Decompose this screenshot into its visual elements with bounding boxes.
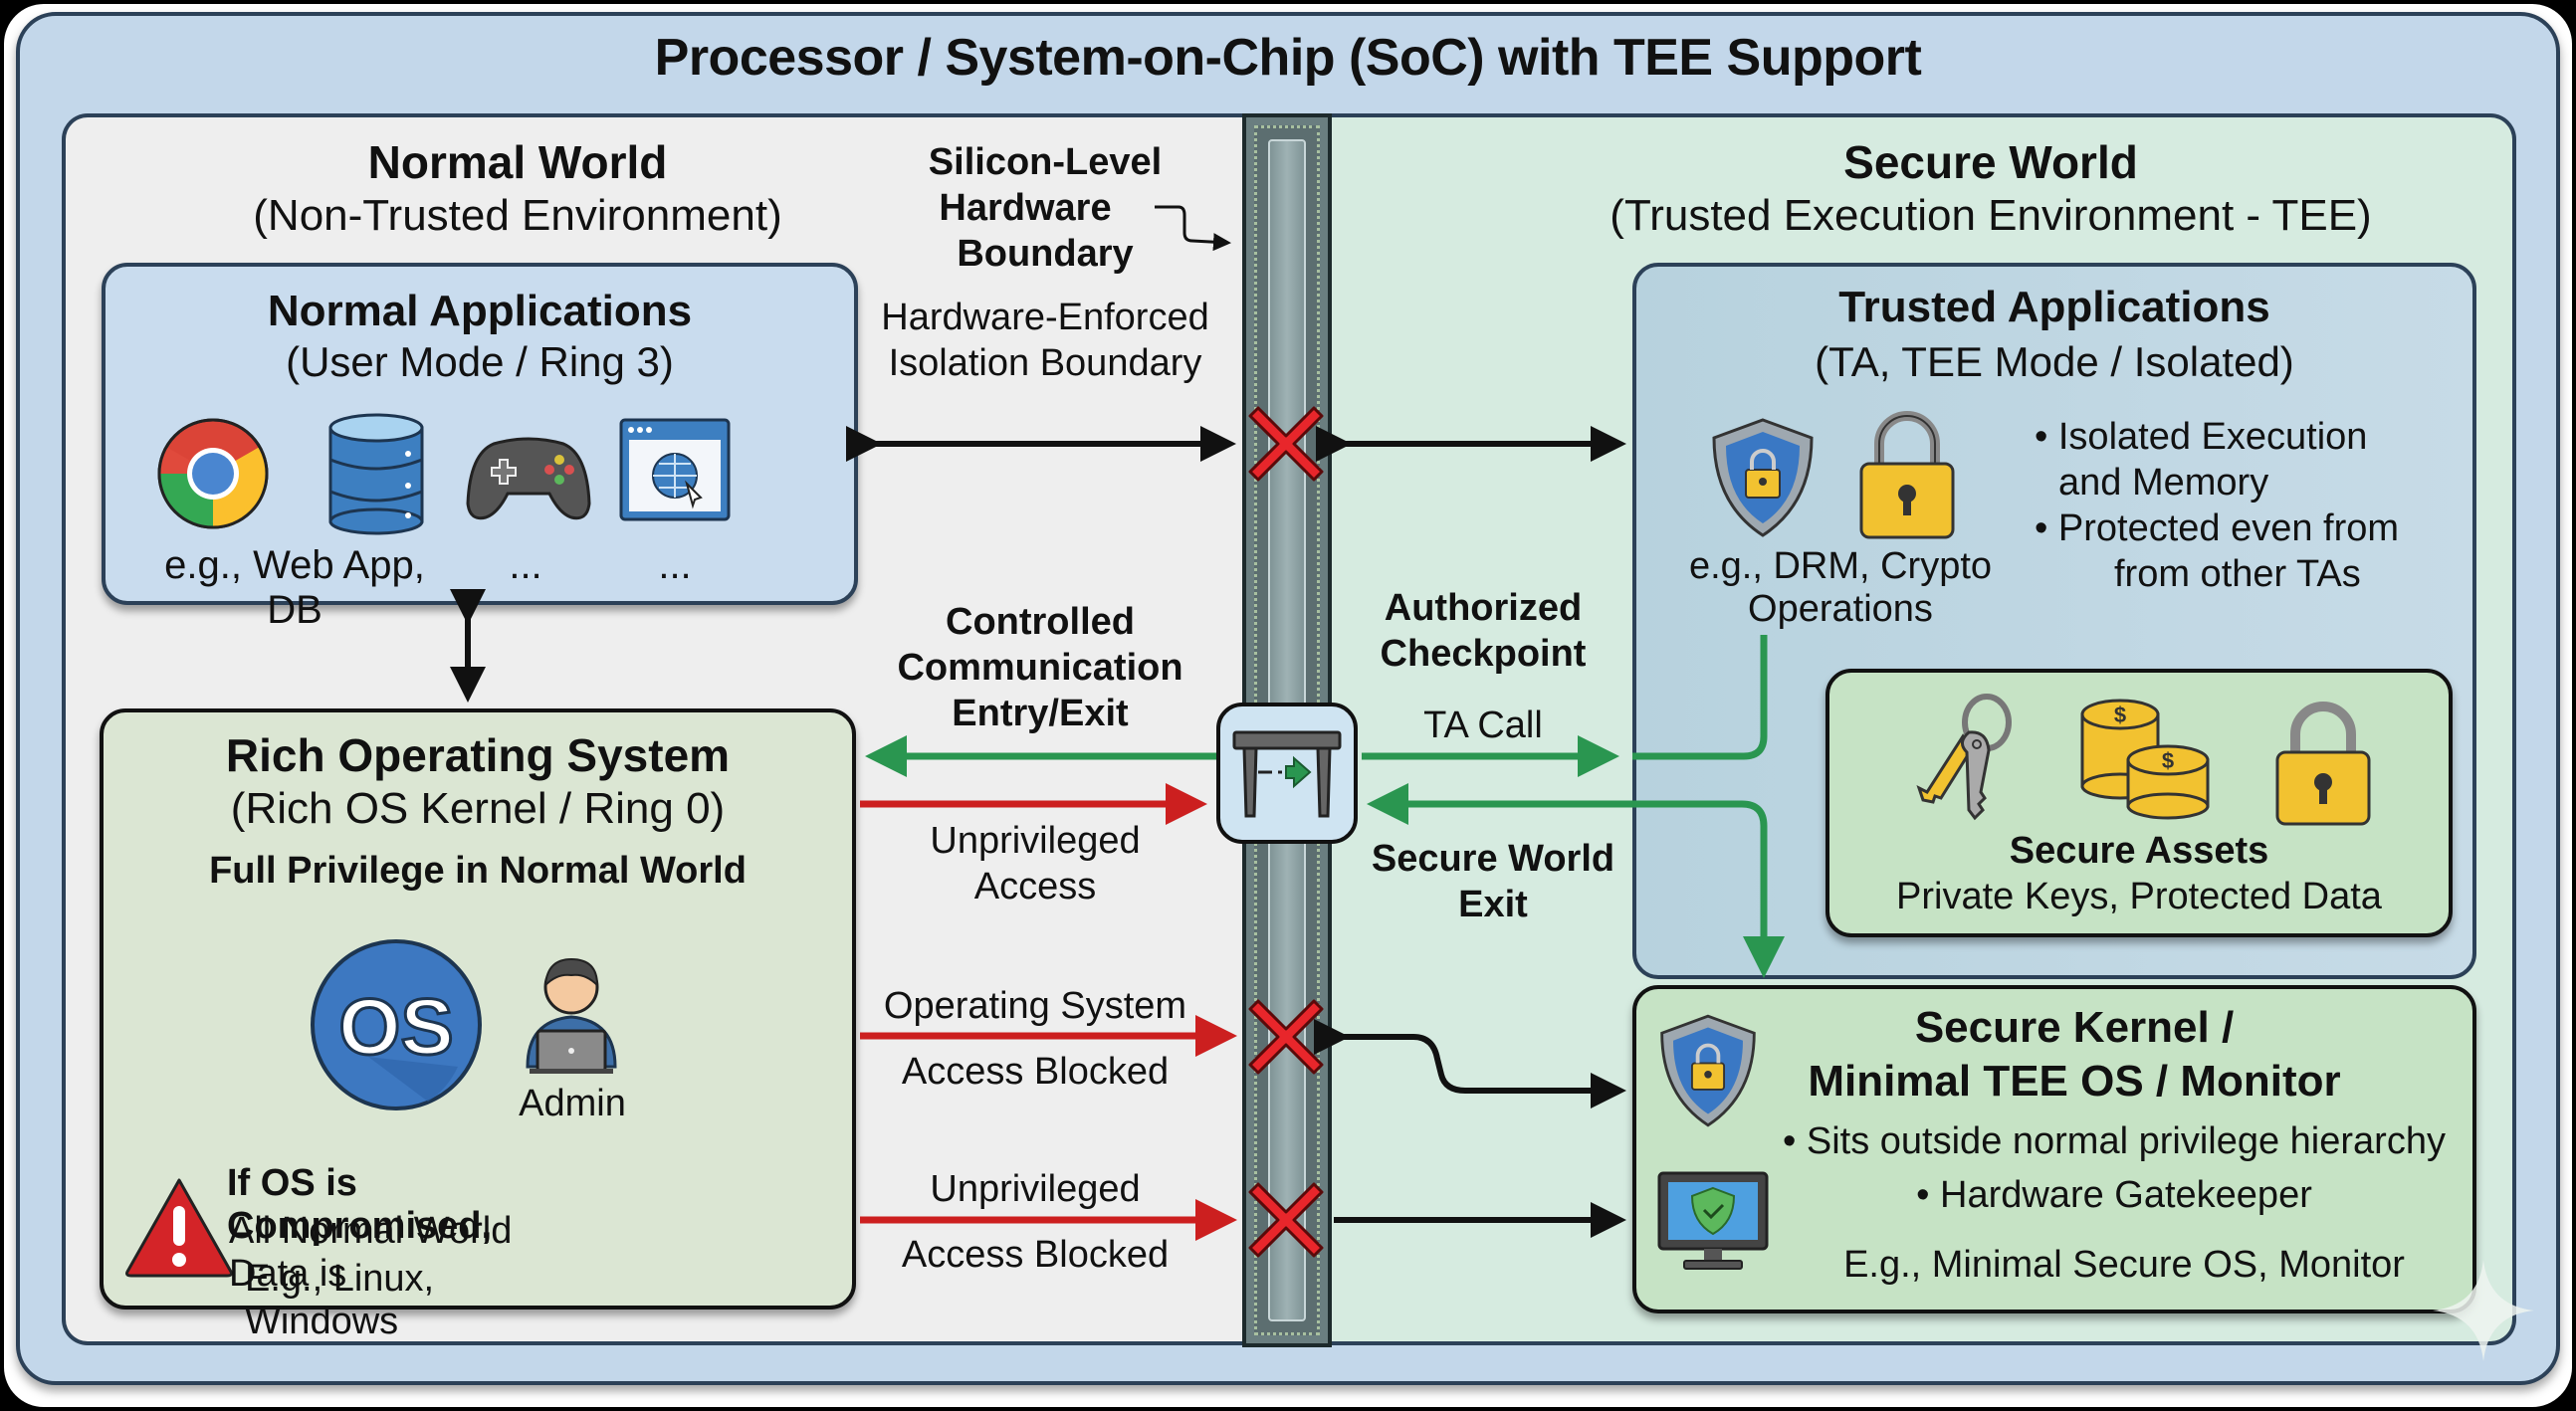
blocked-x-icon <box>1248 406 1324 482</box>
trusted-apps-subtitle: (TA, TEE Mode / Isolated) <box>1815 338 2294 385</box>
sparkle-icon <box>2433 1260 2534 1361</box>
warning-line-2: All Normal World Data is <box>229 1210 513 1295</box>
normal-world-subtitle: (Non-Trusted Environment) <box>253 191 782 240</box>
bullet-item-cont: and Memory <box>2058 462 2269 504</box>
normal-apps-ellipsis-1: ... <box>509 543 542 587</box>
secure-world-title: Secure World <box>1843 136 2138 188</box>
trusted-apps-bullets: • Isolated Execution and Memory • Protec… <box>2035 414 2472 597</box>
secure-kernel-bullet: • Hardware Gatekeeper <box>1916 1174 2312 1216</box>
secure-kernel-title-line1: Secure Kernel / <box>1914 1003 2235 1052</box>
ta-call-label: TA Call <box>1423 705 1543 746</box>
admin-user-icon <box>526 957 617 1074</box>
normal-apps-ellipsis-2: ... <box>658 543 692 587</box>
svg-text:$: $ <box>2162 748 2174 773</box>
normal-apps-caption: e.g., Web App, DB <box>164 543 425 632</box>
blocked-x-icon <box>1248 1182 1324 1258</box>
normal-world-title: Normal World <box>367 136 668 188</box>
gate-icon <box>1232 730 1342 818</box>
warning-icon <box>125 1178 233 1278</box>
silicon-boundary-label: Silicon-Level Hardware Boundary <box>928 141 1163 275</box>
secure-kernel-example: E.g., Minimal Secure OS, Monitor <box>1843 1244 2405 1286</box>
keys-icon <box>1916 694 2012 821</box>
gamepad-icon <box>466 437 591 520</box>
os-access-blocked-label: Operating System Access Blocked <box>883 985 1187 1093</box>
shield-lock-icon <box>1660 1014 1756 1127</box>
bullet-item-cont: from other TAs <box>2114 553 2361 595</box>
controlled-communication-label: Controlled Communication Entry/Exit <box>897 601 1183 734</box>
authorized-checkpoint-gate <box>1216 703 1358 844</box>
isolation-boundary-label: Hardware-Enforced Isolation Boundary <box>881 297 1209 384</box>
chrome-browser-icon <box>157 418 269 529</box>
secure-assets-subtitle: Private Keys, Protected Data <box>1896 876 2382 917</box>
warning-line-3: E.g., Linux, Windows <box>245 1258 435 1342</box>
secure-kernel-box: Secure Kernel / Minimal TEE OS / Monitor… <box>1632 985 2476 1313</box>
normal-apps-title: Normal Applications <box>267 287 693 335</box>
secure-kernel-bullet: • Sits outside normal privilege hierarch… <box>1783 1120 2446 1162</box>
os-logo-icon <box>311 939 482 1110</box>
secure-assets-title: Secure Assets <box>2009 830 2269 872</box>
shield-lock-icon <box>1712 418 1814 537</box>
os-logo-text: OS <box>337 981 456 1073</box>
secure-world-exit-label: Secure World Exit <box>1371 838 1615 925</box>
padlock-icon <box>1859 411 1955 539</box>
bullet-item: • Protected even from <box>2035 507 2400 549</box>
rich-os-privilege: Full Privilege in Normal World <box>209 850 747 892</box>
secure-world-subtitle: (Trusted Execution Environment - TEE) <box>1610 191 2372 240</box>
bullet-item: • Isolated Execution <box>2035 416 2368 458</box>
admin-label: Admin <box>519 1083 626 1124</box>
trusted-apps-title: Trusted Applications <box>1838 283 2270 331</box>
secure-kernel-title-line2: Minimal TEE OS / Monitor <box>1808 1057 2341 1106</box>
unprivileged-access-label: Unprivileged Access <box>930 820 1141 907</box>
secure-monitor-icon <box>1657 1171 1769 1270</box>
rich-os-box: Rich Operating System (Rich OS Kernel / … <box>100 708 856 1342</box>
coins-icon: $ $ <box>2080 699 2210 820</box>
svg-text:$: $ <box>2114 703 2126 727</box>
database-icon <box>328 413 424 535</box>
diagram-title: Processor / System-on-Chip (SoC) with TE… <box>654 29 1922 87</box>
web-window-icon <box>619 418 731 521</box>
padlock-icon <box>2275 702 2371 826</box>
normal-applications-box: Normal Applications (User Mode / Ring 3)… <box>102 263 858 632</box>
warning-title: If OS is Compromised, <box>227 1162 493 1247</box>
authorized-checkpoint-label: Authorized Checkpoint <box>1380 587 1587 675</box>
rich-os-title: Rich Operating System <box>225 729 731 781</box>
blocked-x-icon <box>1248 999 1324 1075</box>
rich-os-subtitle: (Rich OS Kernel / Ring 0) <box>230 784 726 833</box>
normal-apps-subtitle: (User Mode / Ring 3) <box>286 338 674 385</box>
trusted-apps-caption: e.g., DRM, Crypto Operations <box>1688 545 1993 630</box>
secure-assets-box: $ $ Secure Assets Private Keys, Protecte… <box>1825 669 2453 937</box>
unprivileged-access-blocked-label: Unprivileged Access Blocked <box>901 1168 1170 1276</box>
